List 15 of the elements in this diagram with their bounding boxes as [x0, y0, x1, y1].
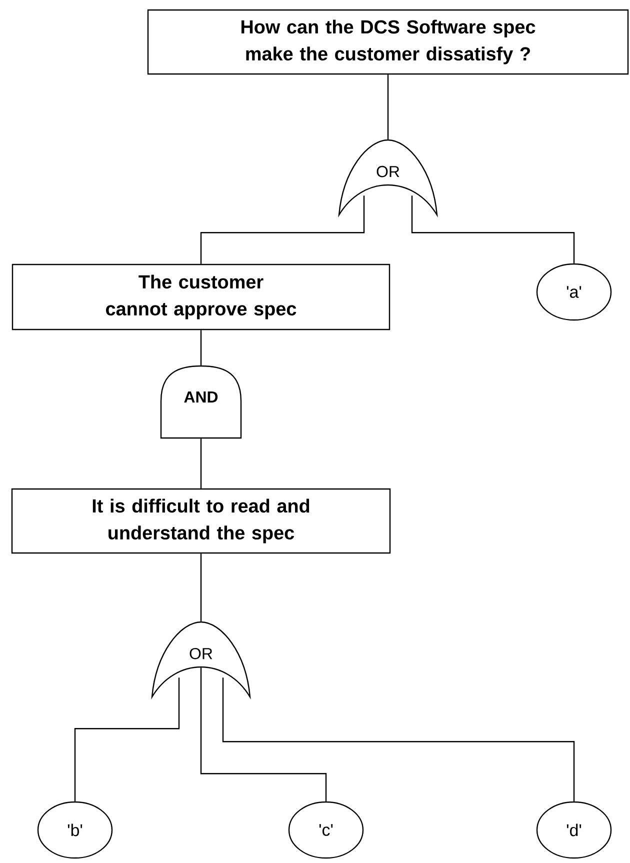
event-box: How can the DCS Software spec make the customer dissatisfy ? — [147, 9, 629, 75]
connector-line — [222, 678, 575, 802]
and-gate: AND — [160, 365, 242, 439]
connector-line — [74, 678, 180, 802]
connector-line — [411, 196, 575, 264]
connector-line — [200, 668, 327, 802]
connector-line — [387, 74, 389, 140]
or-gate: OR — [338, 139, 438, 216]
connector-line — [200, 196, 365, 264]
connector-line — [200, 554, 202, 622]
or-gate: OR — [151, 621, 251, 698]
connector-line — [200, 330, 202, 366]
event-box: The customer cannot approve spec — [12, 264, 390, 330]
connector-line — [200, 438, 202, 488]
event-box: It is difficult to read and understand the spec — [11, 488, 391, 554]
